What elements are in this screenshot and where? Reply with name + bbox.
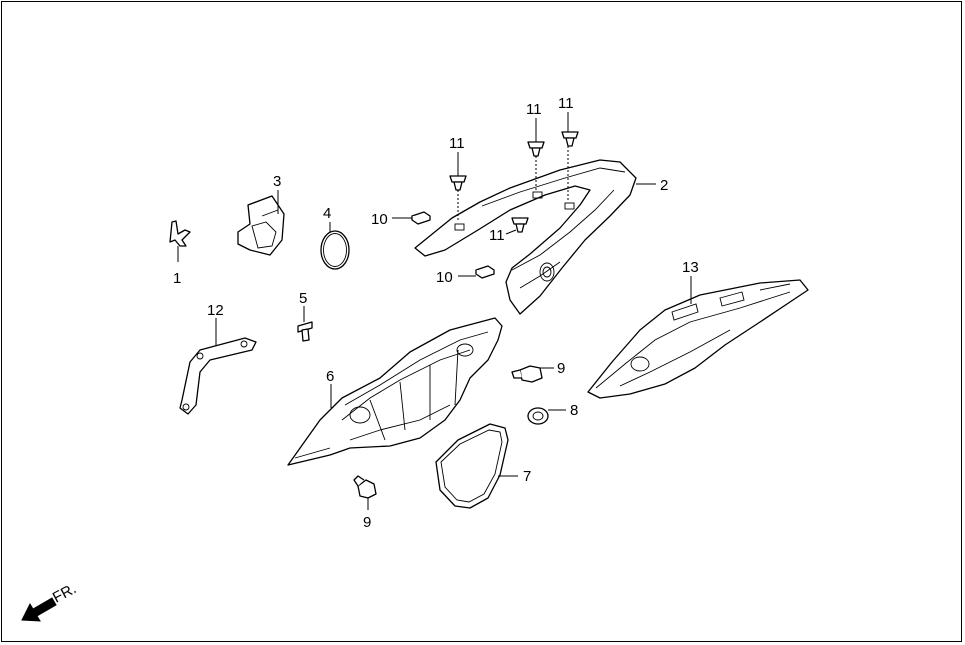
- part-9-bolt-lower: [353, 475, 377, 510]
- part-11-fastener-a: [449, 152, 467, 222]
- part-2-tail-cowl: [414, 159, 656, 315]
- part-1-clip: [169, 220, 191, 262]
- callout-9-lower: 9: [363, 514, 371, 531]
- front-direction-arrow-icon: [21, 597, 57, 622]
- part-11-fastener-c: [561, 112, 579, 200]
- part-8-grommet: [527, 407, 566, 425]
- callout-11-a: 11: [449, 135, 465, 152]
- part-12-bar: [179, 318, 257, 415]
- part-5-screw: [297, 306, 313, 342]
- callout-6: 6: [326, 368, 334, 385]
- callout-13: 13: [682, 259, 699, 276]
- callout-10-lower: 10: [436, 269, 453, 286]
- part-7-seal: [435, 423, 518, 509]
- callout-10-upper: 10: [371, 211, 388, 228]
- part-10-clip-lower: [458, 265, 495, 279]
- callout-4: 4: [323, 205, 331, 222]
- part-11-fastener-d: [505, 217, 529, 235]
- part-10-clip-upper: [392, 211, 431, 225]
- callout-11-d: 11: [489, 227, 505, 244]
- callout-3: 3: [273, 173, 281, 190]
- callout-12: 12: [207, 302, 224, 319]
- callout-2: 2: [660, 177, 668, 194]
- part-11-fastener-b: [527, 118, 545, 190]
- callout-1: 1: [173, 270, 181, 287]
- callout-11-b: 11: [526, 101, 542, 118]
- callout-7: 7: [523, 468, 531, 485]
- callout-5: 5: [299, 290, 307, 307]
- part-3-bracket: [237, 190, 285, 256]
- part-9-bolt-upper: [511, 365, 554, 383]
- part-6-side-cover: [287, 317, 503, 466]
- callout-9-upper: 9: [557, 360, 565, 377]
- callout-8: 8: [570, 402, 578, 419]
- part-4-oring: [320, 222, 350, 270]
- callout-11-c: 11: [558, 95, 574, 112]
- part-13-side-cover: [587, 276, 809, 399]
